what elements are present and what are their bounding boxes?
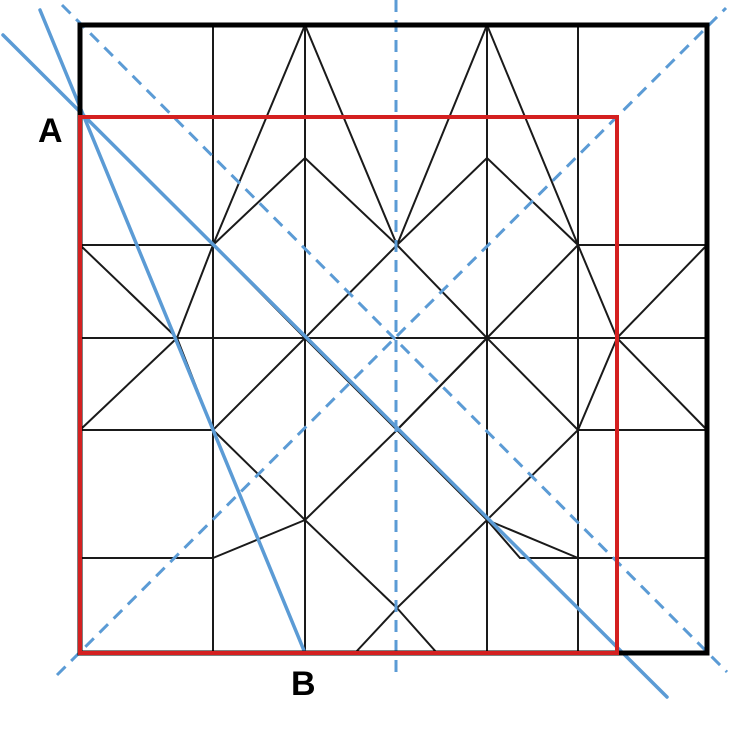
crease-line <box>354 607 398 654</box>
crease-line <box>79 244 178 339</box>
crease-line <box>616 244 708 339</box>
crease-line <box>486 519 521 559</box>
diagonal-guide <box>55 6 728 677</box>
crease-line <box>79 337 178 431</box>
point-b-label: B <box>291 665 316 703</box>
fold-line-a-diagonal <box>1 33 669 699</box>
guide-lines-solid <box>1 8 669 699</box>
guide-lines-dashed <box>55 0 729 680</box>
crease-line <box>577 244 618 339</box>
crease-line <box>176 244 214 339</box>
crease-line <box>396 607 438 654</box>
crease-line <box>577 337 618 431</box>
point-a-label: A <box>38 112 63 150</box>
inner-square <box>78 115 619 655</box>
crease-line <box>616 337 708 431</box>
